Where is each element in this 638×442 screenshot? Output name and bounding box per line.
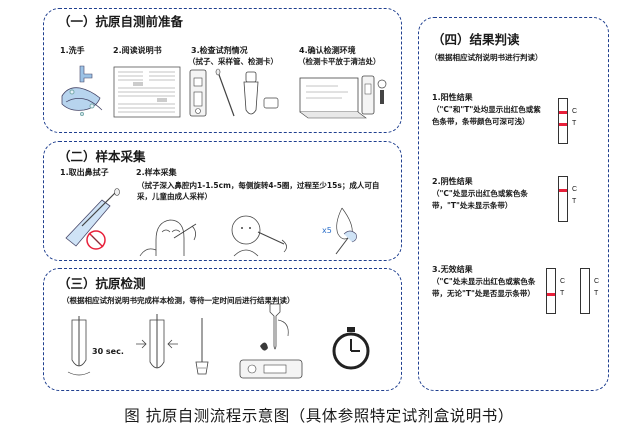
step-collect-sample: 2.样本采集 [136,168,177,177]
manual-illustration [113,66,181,118]
positive-result-desc: （"C"和"T"处均显示出红色或紫色条带，条带颜色可深可浅） [432,105,541,126]
section-result-reading [418,17,609,391]
step-wash-hands: 1.洗手 [60,46,85,55]
test-environment-illustration [299,75,387,119]
nostril-rotation-illustration [335,207,357,255]
step-check-kit: 3.检查试剂情况 [191,46,248,55]
invalid-c-label-2: C [594,278,600,285]
negative-c-label: C [572,186,578,193]
result-reading-note: （根据相应试剂说明书进行判读） [430,53,543,62]
test-kit-illustration [189,68,279,117]
section-preparation [43,8,402,133]
drop-sample-illustration [239,303,303,379]
invalid-test-strip-2 [580,268,590,314]
child-swab-illustration [231,215,287,257]
section-sample-collection [43,141,402,261]
antigen-test-note: （根据相应试剂说明书完成样本检测，等待一定时间后进行结果判读） [62,296,295,305]
step-check-env: 4.确认检测环境 [299,46,356,55]
step-check-kit-note: （拭子、采样管、检测卡） [188,57,278,66]
section-antigen-test [43,268,402,391]
step-collect-sample-note: （拭子深入鼻腔内1-1.5cm，每侧旋转4-5圈，过程至少15s；成人可自采，儿… [137,181,380,201]
squeeze-tube-illustration [136,314,178,369]
step-check-env-note: （检测卡平放于清洁处） [298,57,381,66]
repeat-count-label: x5 [322,226,332,235]
negative-result-title: 2.阴性结果 [432,177,473,186]
positive-c-label: C [572,108,578,115]
invalid-result-title: 3.无效结果 [432,265,473,274]
section-result-reading-title: （四）结果判读 [432,32,520,47]
hand-washing-illustration [61,65,103,116]
invalid-t-label-2: T [594,290,599,297]
invalid-result-desc: （"C"处未显示出红色或紫色条带，无论"T"处是否显示条带） [432,277,536,298]
invalid-test-strip-1 [546,268,556,314]
positive-t-label: T [572,120,577,127]
negative-result-desc: （"C"处显示出红色或紫色条带，"T"处未显示条带） [432,189,528,210]
swab-package-illustration [65,188,120,250]
section-antigen-test-title: （三）抗原检测 [58,276,146,291]
negative-t-label: T [572,198,577,205]
timer-icon [332,327,370,370]
adult-swab-illustration [139,219,197,257]
step-take-swab: 1.取出鼻拭子 [60,168,109,177]
figure-caption: 图 抗原自测流程示意图（具体参照特定试剂盒说明书） [124,407,514,425]
section-sample-collection-title: （二）样本采集 [58,149,146,164]
step-read-manual: 2.阅读说明书 [113,46,162,55]
invalid-t-label-1: T [560,290,565,297]
mix-time-label: 30 sec. [92,347,124,356]
positive-test-strip [558,98,568,144]
dropper-illustration [195,318,209,375]
negative-test-strip [558,176,568,222]
tube-mix-illustration [67,316,91,376]
invalid-c-label-1: C [560,278,566,285]
positive-result-title: 1.阳性结果 [432,93,473,102]
section-preparation-title: （一）抗原自测前准备 [58,14,184,29]
